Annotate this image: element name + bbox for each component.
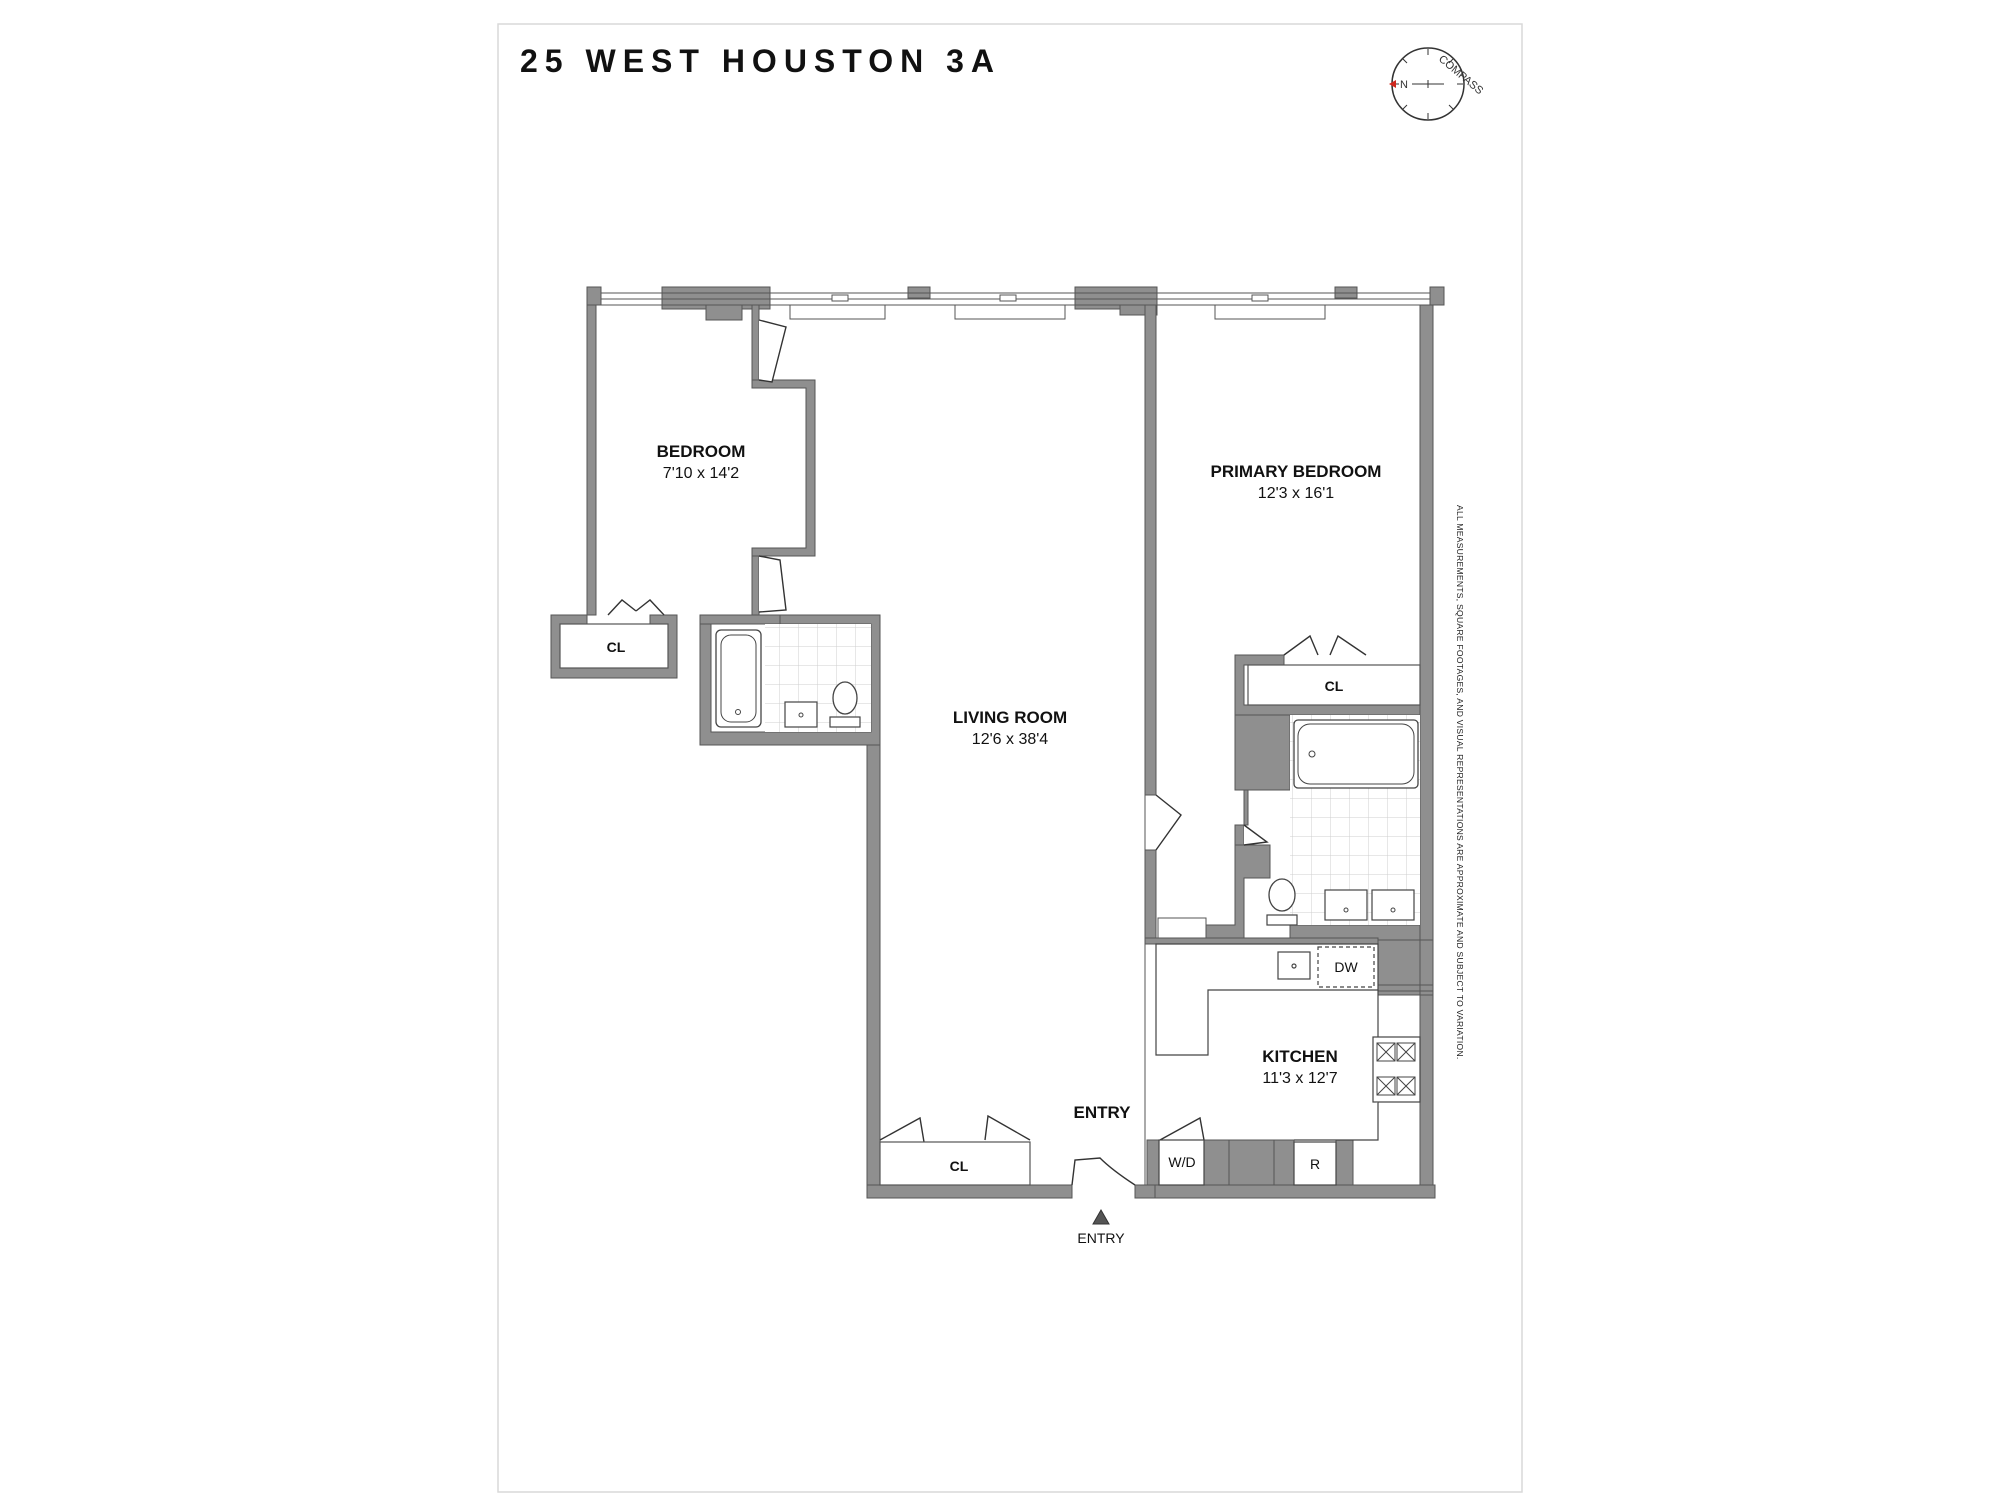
kitchen-label: KITCHEN (1262, 1047, 1338, 1066)
entry-marker-label: ENTRY (1077, 1230, 1125, 1246)
entry-label: ENTRY (1074, 1103, 1132, 1122)
washer-dryer-label: W/D (1168, 1154, 1195, 1170)
entry-arrow-icon (1092, 1208, 1110, 1225)
primary-bedroom-dims: 12'3 x 16'1 (1258, 485, 1334, 502)
kitchen-dims: 11'3 x 12'7 (1262, 1070, 1337, 1087)
labels: BEDROOM 7'10 x 14'2 PRIMARY BEDROOM 12'3… (607, 442, 1382, 1246)
plan-title: 25 WEST HOUSTON 3A (520, 43, 1001, 79)
compass-north-letter: N (1400, 79, 1408, 91)
primary-bathroom (1266, 715, 1420, 926)
primary-ledge (1157, 917, 1207, 939)
living-room-dims: 12'6 x 38'4 (972, 731, 1048, 748)
refrigerator-label: R (1310, 1156, 1320, 1172)
kitchen-counters (1155, 943, 1421, 1186)
living-room-label: LIVING ROOM (953, 708, 1067, 727)
dishwasher-label: DW (1334, 959, 1358, 975)
bedroom-dims: 7'10 x 14'2 (663, 465, 739, 482)
doors (607, 319, 1367, 1186)
primary-bedroom-label: PRIMARY BEDROOM (1211, 462, 1382, 481)
top-windows (601, 292, 1430, 320)
disclaimer-text: ALL MEASUREMENTS, SQUARE FOOTAGES, AND V… (1455, 505, 1465, 1060)
primary-closet-label: CL (1325, 678, 1344, 694)
bathroom-1 (715, 624, 871, 732)
bedroom-closet-label: CL (607, 639, 626, 655)
closet-outlines (559, 623, 1421, 1186)
walls (550, 286, 1445, 1199)
bedroom-label: BEDROOM (657, 442, 746, 461)
entry-closet-label: CL (950, 1158, 969, 1174)
